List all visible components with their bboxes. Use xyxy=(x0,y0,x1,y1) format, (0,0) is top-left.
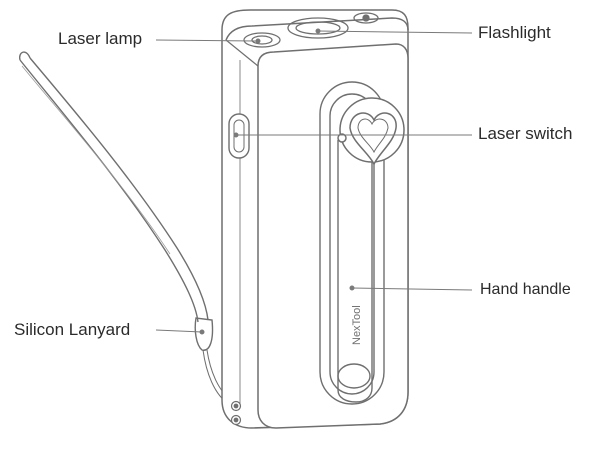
silicon-lanyard xyxy=(18,51,234,406)
label-laser-switch: Laser switch xyxy=(478,124,573,143)
leader-silicon-lanyard xyxy=(155,329,203,333)
side-button xyxy=(228,113,250,159)
leader-flashlight xyxy=(317,30,473,34)
leader-laser-lamp xyxy=(155,39,259,42)
flashlight-lens xyxy=(287,17,349,39)
label-silicon-lanyard: Silicon Lanyard xyxy=(14,320,131,339)
lanyard-attachment xyxy=(230,400,242,426)
leader-lines xyxy=(155,28,473,335)
brand-text: NexTool xyxy=(351,305,363,345)
laser-switch xyxy=(337,97,405,166)
label-flashlight: Flashlight xyxy=(478,23,551,42)
label-hand-handle: Hand handle xyxy=(480,281,571,298)
top-openings xyxy=(243,12,379,48)
laser-lamp-opening xyxy=(243,32,281,48)
label-laser-lamp: Laser lamp xyxy=(58,29,143,48)
leader-hand-handle xyxy=(351,287,473,291)
